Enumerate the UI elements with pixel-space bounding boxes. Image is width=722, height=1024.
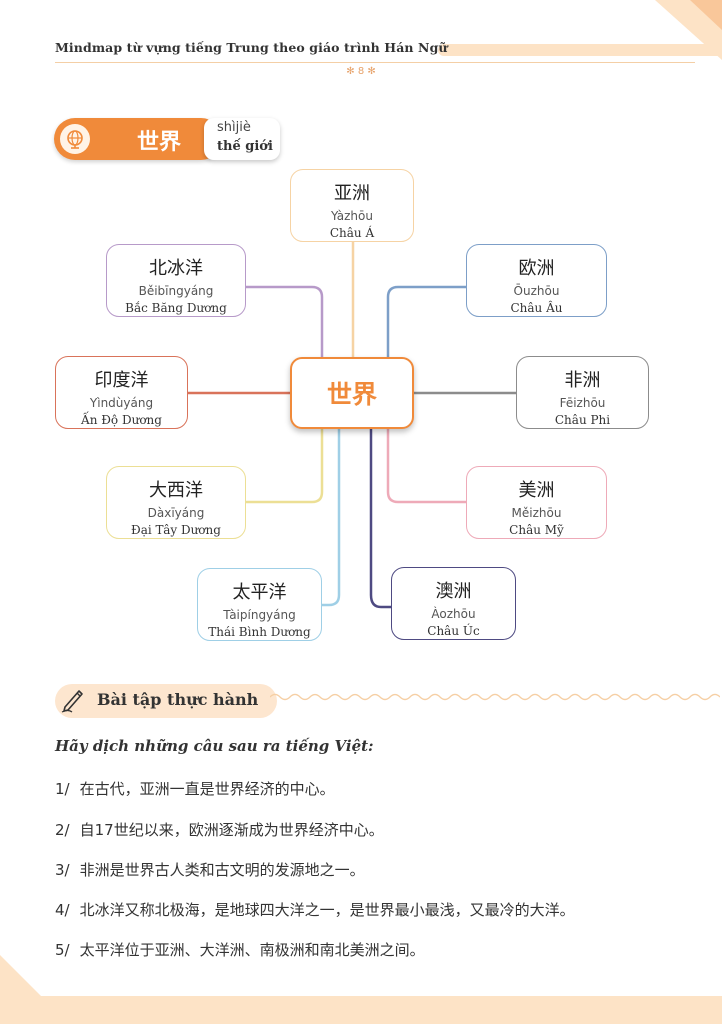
mindmap-center: 世界: [290, 357, 414, 429]
page-number: ✻ 8 ✻: [346, 66, 376, 77]
node-feizhou: 非洲 Fēizhōu Châu Phi: [516, 356, 649, 429]
node-daxiyang: 大西洋 Dàxīyáng Đại Tây Dương: [106, 466, 246, 539]
topic-pinyin: shìjiè: [217, 120, 251, 135]
node-yinduyang: 印度洋 Yìndùyáng Ấn Độ Dương: [55, 356, 188, 429]
node-meizhou: 美洲 Měizhōu Châu Mỹ: [466, 466, 607, 539]
exercise-heading-bar: [55, 684, 277, 718]
node-taipingyang: 太平洋 Tàipíngyáng Thái Bình Dương: [197, 568, 322, 641]
exercise-item: 1/在古代，亚洲一直是世界经济的中心。: [55, 780, 335, 798]
connector-ouzhou: [386, 285, 466, 357]
exercise-item: 4/北冰洋又称北极海，是地球四大洋之一，是世界最小最浅，又最冷的大洋。: [55, 901, 575, 919]
connector-daxiyang: [246, 429, 324, 504]
footer-band: [0, 996, 722, 1024]
connector-meizhou: [386, 429, 466, 504]
node-yazhou: 亚洲 Yàzhōu Châu Á: [290, 169, 414, 242]
exercise-item: 3/非洲是世界古人类和古文明的发源地之一。: [55, 861, 365, 879]
wave-divider: [270, 693, 720, 701]
node-ouzhou: 欧洲 Ōuzhōu Châu Âu: [466, 244, 607, 317]
pen-icon: [61, 690, 83, 713]
node-aozhou: 澳洲 Àozhōu Châu Úc: [391, 567, 516, 640]
exercise-instruction: Hãy dịch những câu sau ra tiếng Việt:: [55, 737, 374, 755]
connector-aozhou: [369, 429, 391, 609]
topic-chinese: 世界: [136, 130, 181, 155]
connector-beibingyang: [246, 285, 324, 357]
star-icon: ✻: [364, 66, 376, 77]
node-beibingyang: 北冰洋 Běibīngyáng Bắc Băng Dương: [106, 244, 246, 317]
footer-corner-decoration: [0, 955, 45, 1000]
exercise-heading: Bài tập thực hành: [97, 690, 259, 709]
header-bar: [438, 44, 722, 56]
exercise-item: 5/太平洋位于亚洲、大洋洲、南极洲和南北美洲之间。: [55, 941, 425, 959]
star-icon: ✻: [346, 66, 358, 77]
connector-taipingyang: [322, 429, 341, 607]
header-title: Mindmap từ vựng tiếng Trung theo giáo tr…: [55, 40, 448, 55]
header-divider: [55, 62, 695, 63]
topic-card: [204, 118, 280, 160]
topic-pill: 世界 shìjiè thế giới: [54, 118, 280, 160]
topic-vietnamese: thế giới: [217, 139, 273, 154]
exercise-item: 2/自17世纪以来，欧洲逐渐成为世界经济中心。: [55, 821, 384, 839]
globe-icon: [60, 124, 90, 154]
